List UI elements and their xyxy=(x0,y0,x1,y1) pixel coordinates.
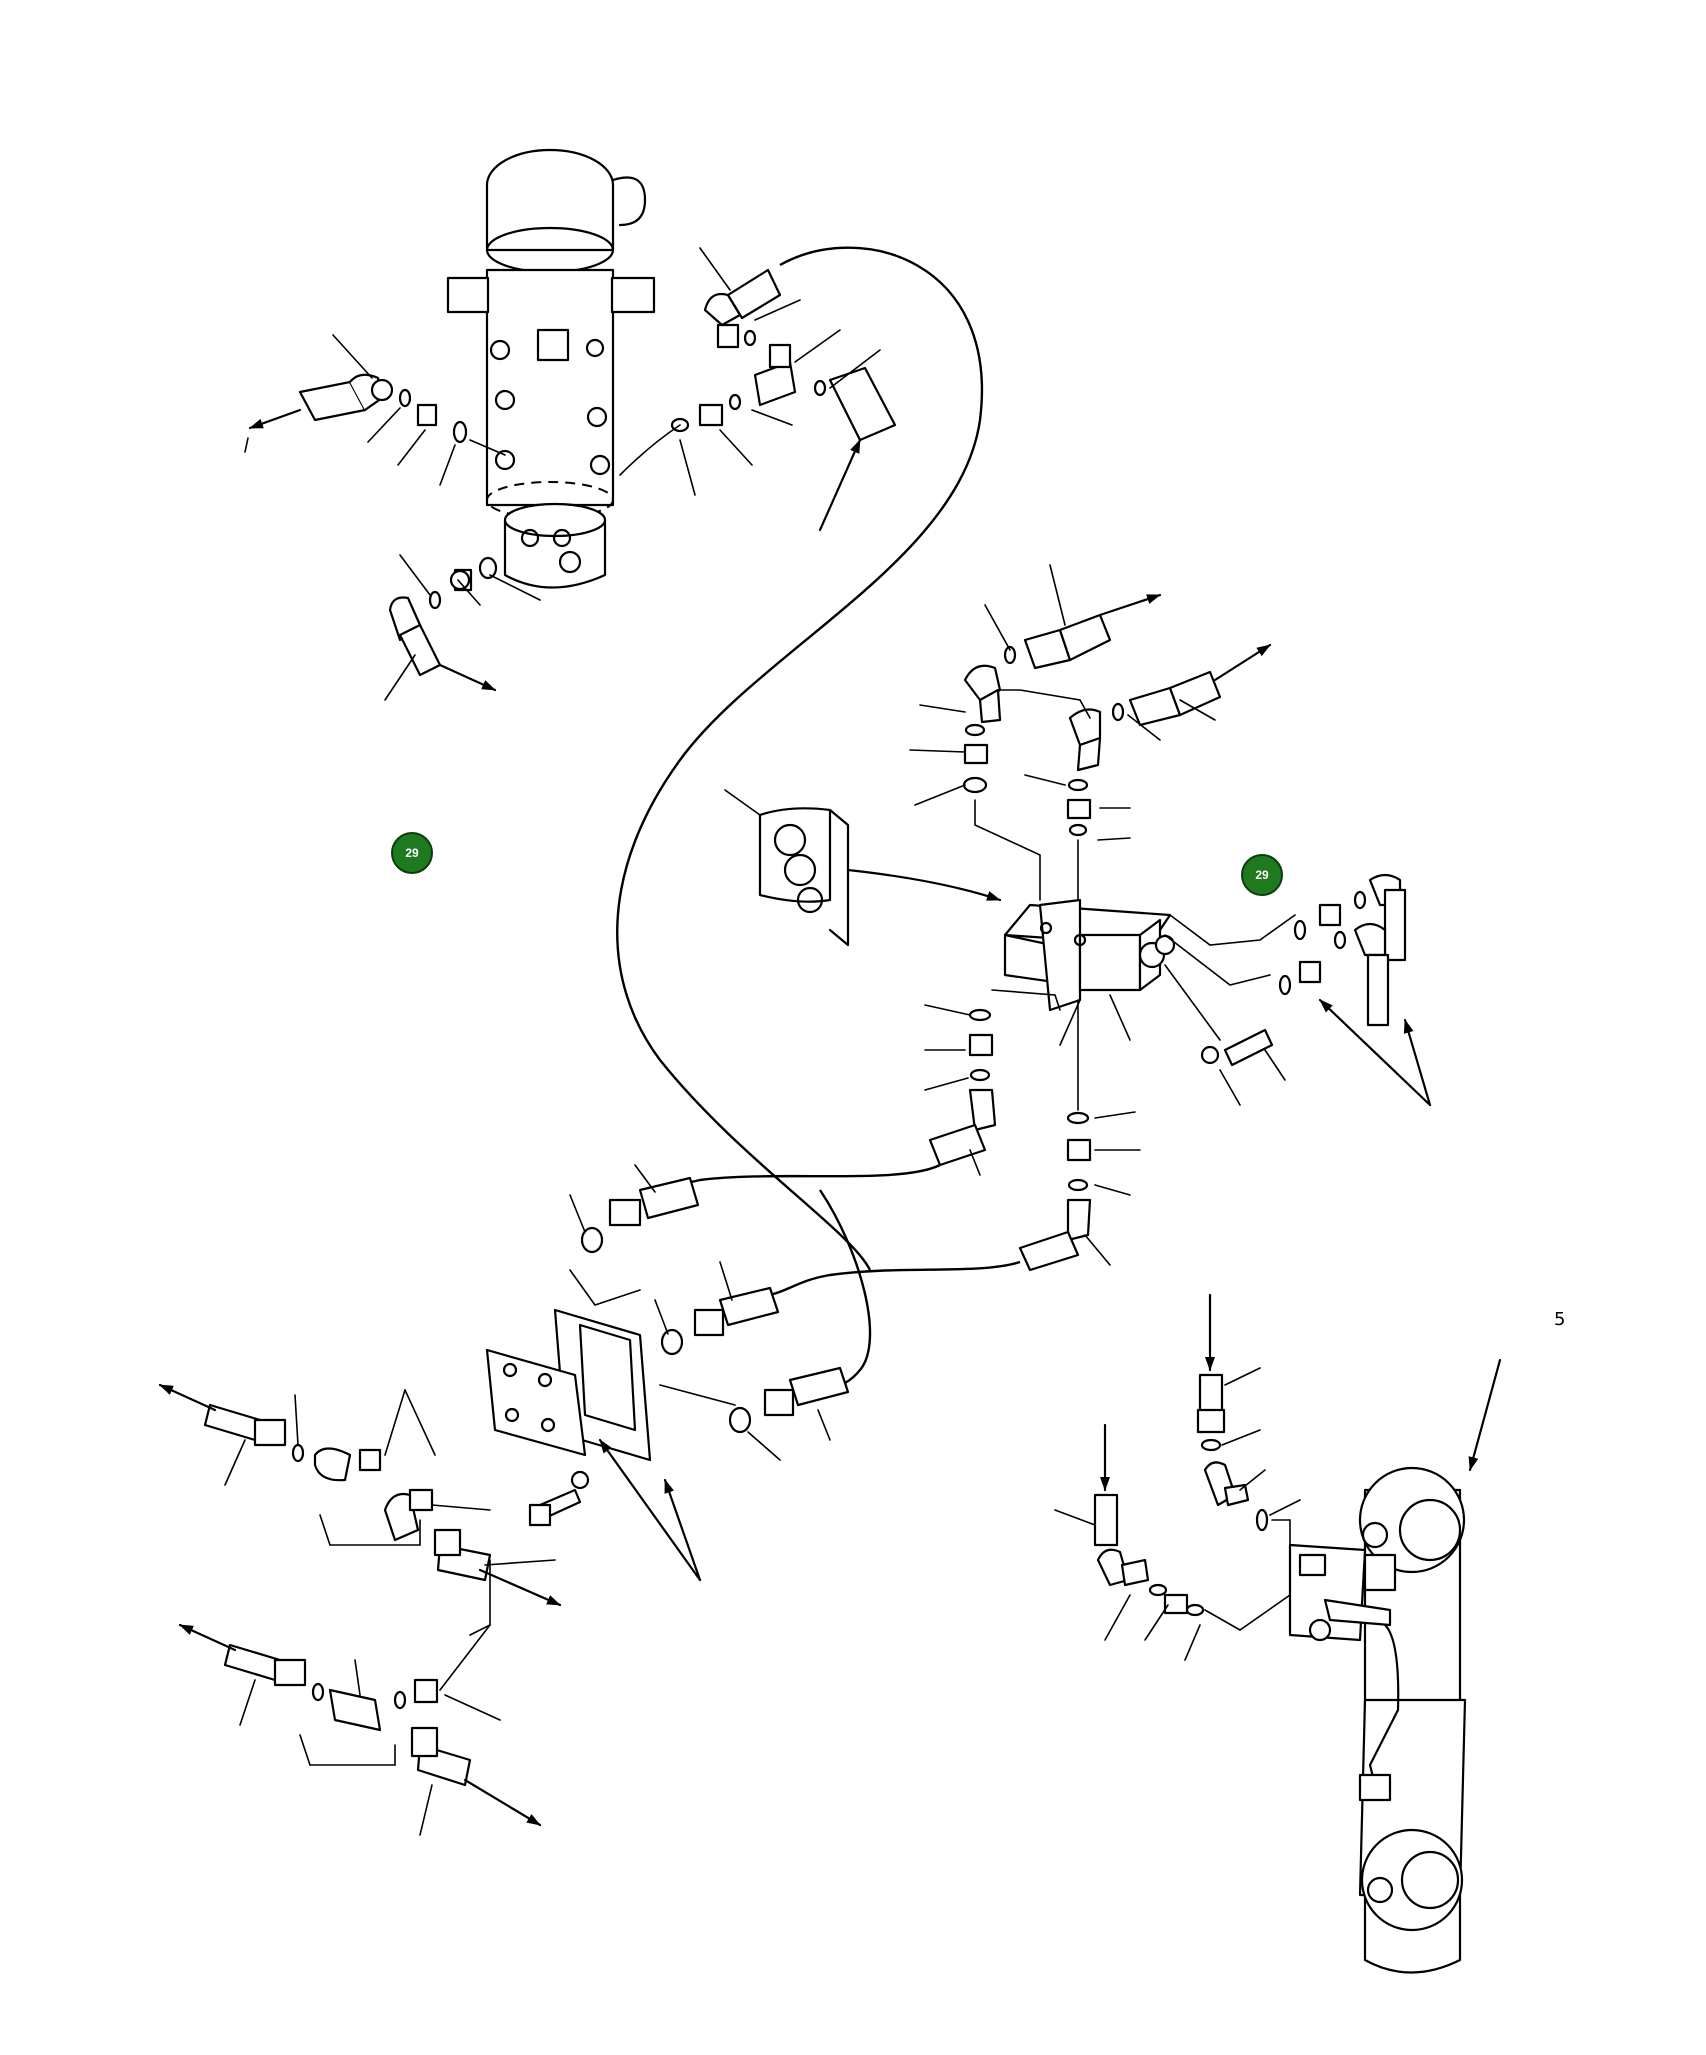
cylinder-fittings xyxy=(1054,1293,1301,1661)
long-hose xyxy=(616,246,984,1271)
callout-left[interactable]: 29 xyxy=(391,832,433,874)
electrical-connector-sheet xyxy=(724,789,1002,947)
callout-right-label: 29 xyxy=(1255,868,1269,882)
valve-lower-fittings xyxy=(924,989,1141,1272)
swivel-right-fittings xyxy=(619,247,897,532)
swivel-bottom-fittings xyxy=(384,554,541,701)
swivel-left-fittings xyxy=(244,334,506,486)
bulkhead-hoses xyxy=(569,1163,1021,1461)
long-hose-lower xyxy=(804,1189,872,1391)
margin-mark: 5 xyxy=(1554,1309,1565,1330)
swivel-joint xyxy=(446,148,656,589)
valve-upper-fittings xyxy=(909,564,1272,901)
valve-right-fittings xyxy=(1059,873,1432,1107)
left-hose-ends xyxy=(158,1383,562,1836)
solenoid-valve xyxy=(1003,898,1176,1012)
callout-right[interactable]: 29 xyxy=(1241,854,1283,896)
hydraulic-cylinder xyxy=(1288,1358,1502,1974)
bulkhead-plates xyxy=(485,1269,736,1582)
callout-left-label: 29 xyxy=(405,846,419,860)
